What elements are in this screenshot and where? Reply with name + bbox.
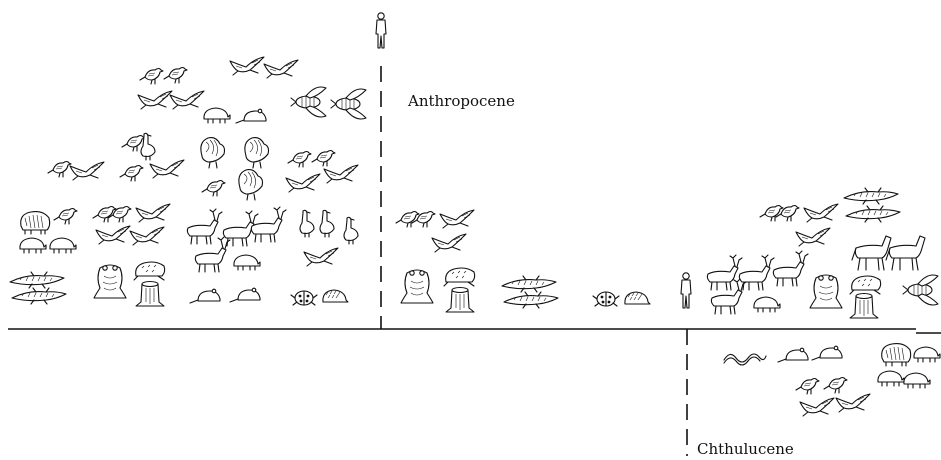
rodent-icon	[236, 109, 266, 123]
hedgehog-icon	[625, 292, 650, 304]
tree-stump-icon	[446, 288, 474, 313]
rodent-icon	[190, 289, 220, 303]
musk-ox-icon	[21, 212, 50, 234]
flying-bird-icon	[170, 91, 204, 109]
reindeer-icon	[251, 207, 286, 242]
bee-icon	[291, 87, 326, 117]
mammal-icon	[878, 371, 904, 386]
flying-bird-icon	[138, 91, 172, 109]
bird-icon	[796, 379, 819, 395]
mammal-icon	[20, 238, 46, 253]
rodent-icon	[230, 288, 260, 302]
flying-bird-icon	[440, 210, 474, 228]
toad-icon	[850, 276, 881, 294]
bird-icon	[288, 152, 311, 168]
turkey-icon	[239, 170, 263, 200]
bird-icon	[202, 181, 225, 197]
flying-bird-icon	[286, 174, 320, 192]
bee-icon	[903, 275, 938, 305]
left-cluster	[10, 57, 366, 306]
musk-ox-icon	[882, 344, 911, 366]
flying-bird-icon	[324, 165, 358, 183]
turkey-icon	[201, 138, 225, 168]
frog-icon	[810, 275, 842, 308]
anthropocene-label: Anthropocene	[408, 92, 515, 110]
reindeer-icon	[707, 255, 742, 290]
flying-bird-icon	[230, 57, 264, 75]
frog-icon	[401, 270, 433, 303]
goose-icon	[300, 210, 314, 237]
beetle-icon	[291, 291, 317, 305]
mammal-icon	[204, 108, 230, 123]
flying-bird-icon	[432, 234, 466, 252]
mammal-icon	[234, 255, 260, 270]
flying-bird-icon	[130, 227, 164, 245]
lizard-icon	[846, 206, 900, 222]
goose-icon	[320, 210, 334, 237]
tree-stump-icon	[136, 282, 164, 307]
bird-icon	[140, 69, 163, 85]
flying-bird-icon	[836, 394, 870, 412]
lizard-icon	[844, 188, 898, 204]
mammal-icon	[904, 373, 930, 388]
flying-bird-icon	[70, 162, 104, 180]
beetle-icon	[593, 292, 619, 306]
flying-bird-icon	[136, 204, 170, 222]
horse-icon	[886, 236, 925, 270]
turkey-icon	[245, 138, 269, 168]
bird-icon	[824, 378, 847, 394]
rodent-icon	[812, 346, 842, 360]
flying-bird-icon	[96, 226, 130, 244]
toad-icon	[444, 268, 475, 286]
chthulucene-label: Chthulucene	[697, 440, 794, 458]
lizard-icon	[12, 288, 66, 304]
bird-icon	[48, 162, 71, 178]
flying-bird-icon	[796, 228, 830, 246]
flying-bird-icon	[804, 204, 838, 222]
hedgehog-icon	[323, 290, 348, 302]
flying-bird-icon	[150, 160, 184, 178]
human-figure	[376, 13, 386, 48]
bird-icon	[120, 166, 143, 182]
mammal-icon	[50, 238, 76, 253]
toad-icon	[134, 262, 165, 280]
reindeer-icon	[739, 255, 774, 290]
frog-icon	[94, 265, 126, 298]
worm-icon	[724, 354, 766, 365]
reindeer-icon	[195, 237, 230, 272]
mammal-icon	[754, 297, 780, 312]
mammal-icon	[914, 347, 940, 362]
horse-icon	[852, 236, 891, 270]
flying-bird-icon	[800, 398, 834, 416]
rodent-icon	[778, 348, 808, 362]
goose-icon	[344, 217, 358, 244]
lizard-icon	[10, 272, 64, 288]
lizard-icon	[504, 292, 558, 308]
bird-icon	[93, 207, 116, 223]
bee-icon	[331, 89, 366, 119]
right-cluster	[681, 188, 938, 318]
tree-stump-icon	[850, 294, 878, 319]
reindeer-icon	[187, 209, 222, 244]
bird-icon	[164, 68, 187, 84]
below-ground-cluster	[724, 344, 940, 416]
bird-icon	[54, 209, 77, 225]
reindeer-icon	[773, 251, 808, 286]
bird-icon	[760, 206, 783, 222]
human-figure	[681, 273, 691, 308]
lizard-icon	[502, 276, 556, 292]
flying-bird-icon	[304, 248, 338, 266]
flying-bird-icon	[264, 60, 298, 78]
bird-icon	[396, 212, 419, 228]
bird-icon	[312, 151, 335, 167]
middle-cluster	[396, 210, 650, 312]
